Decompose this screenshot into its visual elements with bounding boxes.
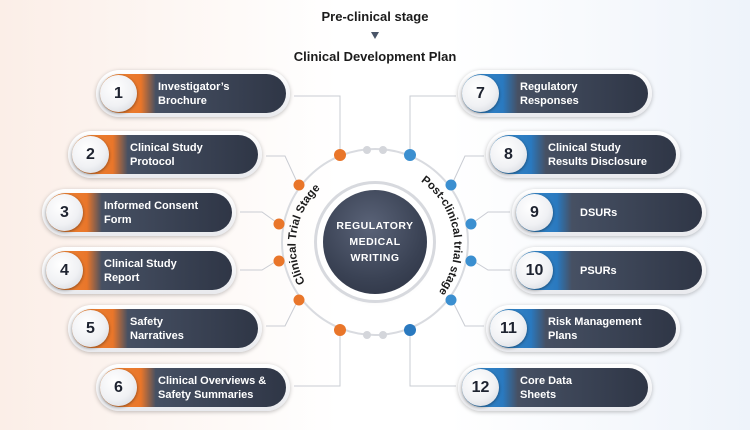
item-label: PSURs bbox=[580, 264, 617, 277]
item-label: Informed Consent Form bbox=[104, 199, 199, 226]
center-line-3: WRITING bbox=[350, 252, 400, 264]
right-connectors bbox=[409, 95, 510, 387]
item-number: 7 bbox=[462, 75, 499, 112]
ring-dots bbox=[273, 146, 477, 339]
item-number: 8 bbox=[490, 136, 527, 173]
item-number: 10 bbox=[516, 252, 553, 289]
center-line-2: MEDICAL bbox=[349, 236, 401, 248]
item-clinical-overviews: 6 Clinical Overviews & Safety Summaries bbox=[96, 364, 290, 411]
item-label: Risk Management Plans bbox=[548, 315, 642, 342]
item-informed-consent-form: 3 Informed Consent Form bbox=[42, 189, 236, 236]
item-results-disclosure: 8 Clinical Study Results Disclosure bbox=[486, 131, 680, 178]
item-clinical-study-protocol: 2 Clinical Study Protocol bbox=[68, 131, 262, 178]
item-clinical-study-report: 4 Clinical Study Report bbox=[42, 247, 236, 294]
item-number: 5 bbox=[72, 310, 109, 347]
item-number: 3 bbox=[46, 194, 83, 231]
item-risk-management-plans: 11 Risk Management Plans bbox=[486, 305, 680, 352]
pre-clinical-stage-label: Pre-clinical stage bbox=[321, 9, 429, 24]
item-psurs: 10 PSURs bbox=[512, 247, 706, 294]
item-number: 4 bbox=[46, 252, 83, 289]
item-label: Investigator’s Brochure bbox=[158, 80, 230, 107]
item-label: Clinical Overviews & Safety Summaries bbox=[158, 374, 267, 401]
item-regulatory-responses: 7 Regulatory Responses bbox=[458, 70, 652, 117]
item-label: Regulatory Responses bbox=[520, 80, 579, 107]
center-circle bbox=[323, 190, 427, 294]
item-core-data-sheets: 12 Core Data Sheets bbox=[458, 364, 652, 411]
item-number: 6 bbox=[100, 369, 137, 406]
left-connectors bbox=[240, 95, 341, 387]
clinical-trial-stage-arc-label: Clinical Trial Stage bbox=[287, 182, 323, 287]
center-title: REGULATORY MEDICAL WRITING bbox=[323, 218, 427, 266]
item-label: DSURs bbox=[580, 206, 618, 219]
item-label: Clinical Study Results Disclosure bbox=[548, 141, 648, 168]
outer-ring bbox=[281, 148, 469, 336]
item-safety-narratives: 5 Safety Narratives bbox=[68, 305, 262, 352]
center-line-1: REGULATORY bbox=[336, 220, 414, 232]
arrow-down-icon bbox=[371, 32, 379, 39]
item-investigators-brochure: 1 Investigator’s Brochure bbox=[96, 70, 290, 117]
item-number: 1 bbox=[100, 75, 137, 112]
item-number: 12 bbox=[462, 369, 499, 406]
item-label: Clinical Study Report bbox=[104, 257, 177, 284]
item-label: Safety Narratives bbox=[130, 315, 184, 342]
item-number: 9 bbox=[516, 194, 553, 231]
item-number: 11 bbox=[490, 310, 527, 347]
item-label: Clinical Study Protocol bbox=[130, 141, 203, 168]
clinical-development-plan-label: Clinical Development Plan bbox=[293, 49, 457, 64]
item-number: 2 bbox=[72, 136, 109, 173]
item-label: Core Data Sheets bbox=[520, 374, 572, 401]
item-dsurs: 9 DSURs bbox=[512, 189, 706, 236]
